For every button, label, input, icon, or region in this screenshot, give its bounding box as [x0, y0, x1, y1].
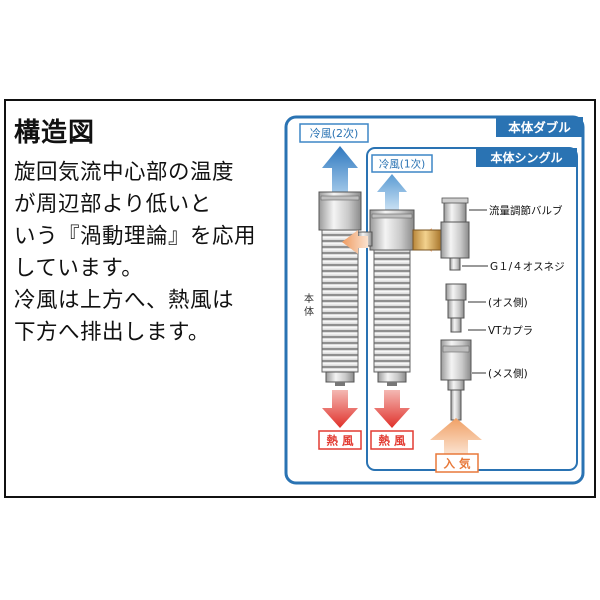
hot-air-left-label: 熱 風 — [326, 434, 354, 448]
g14-label: G１/４オスネジ — [490, 261, 565, 273]
coupler-female-sleeve — [442, 345, 470, 353]
single-body-label: 本体シングル — [490, 150, 562, 165]
hot-air-right-box — [370, 430, 414, 450]
body-label: 本 — [304, 292, 314, 305]
description-text: 旋回気流中心部の温度 が周辺部より低いと いう『渦動理論』を応用 しています。 … — [14, 157, 284, 349]
coupler-male-body — [447, 299, 465, 319]
cold-air-1-label-box — [371, 154, 433, 173]
vt-coupler-label: VTカプラ — [488, 325, 533, 337]
hot-air-right-label: 熱 風 — [378, 434, 406, 448]
single-body-tab — [476, 148, 577, 167]
right-tube-bottom-port — [387, 382, 397, 386]
double-body-tab — [496, 117, 583, 137]
valve-knob-top — [441, 197, 469, 204]
body-label: 体 — [304, 306, 314, 318]
right-tube-bottom-cap — [377, 371, 407, 383]
hot-air-arrow-left — [322, 390, 358, 428]
left-tube-bottom-port — [335, 382, 345, 386]
left-tube-bellows — [321, 229, 359, 373]
flow-valve-label: 流量調節バルブ — [489, 204, 563, 217]
inlet-side-arrow-left — [342, 230, 368, 254]
description-line: 下方へ排出します。 — [14, 320, 210, 345]
cold-air-1-arrow — [377, 174, 407, 210]
valve-stem — [449, 257, 461, 271]
double-body-label: 本体ダブル — [508, 120, 571, 135]
coupler-barb — [450, 389, 462, 421]
hot-air-arrow-right — [374, 390, 410, 428]
cold-air-2-label: 冷風(2次) — [310, 126, 359, 140]
description-line: いう『渦動理論』を応用 — [14, 224, 257, 249]
right-tube-top-rim — [371, 213, 413, 219]
cold-air-1-label: 冷風(1次) — [379, 158, 425, 171]
description-line: 旋回気流中心部の温度 — [14, 160, 235, 185]
hot-air-left-box — [318, 430, 362, 450]
cold-air-2-arrow — [322, 146, 358, 192]
description-line: しています。 — [14, 256, 144, 281]
coupler-male-hex — [445, 283, 467, 301]
male-side-label: (オス側) — [488, 296, 528, 309]
inlet-box — [435, 453, 479, 473]
description-line: が周辺部より低いと — [14, 192, 212, 217]
left-tube-bottom-cap — [325, 371, 355, 383]
description-panel: 構造図 旋回気流中心部の温度 が周辺部より低いと いう『渦動理論』を応用 してい… — [14, 112, 284, 349]
coupler-male-tip — [450, 317, 462, 333]
cold-air-2-label-box — [299, 123, 369, 143]
inlet-label: 入 気 — [443, 457, 471, 471]
inlet-arrow — [430, 418, 482, 454]
female-side-label: (メス側) — [488, 367, 528, 380]
valve-body — [440, 221, 470, 259]
coupler-female-neck — [447, 379, 465, 391]
heading: 構造図 — [14, 118, 96, 148]
right-tube-bellows — [373, 249, 411, 373]
description-line: 冷風は上方へ、熱風は — [14, 288, 235, 313]
brass-nozzle — [412, 229, 442, 251]
left-tube-top-rim — [320, 195, 360, 201]
